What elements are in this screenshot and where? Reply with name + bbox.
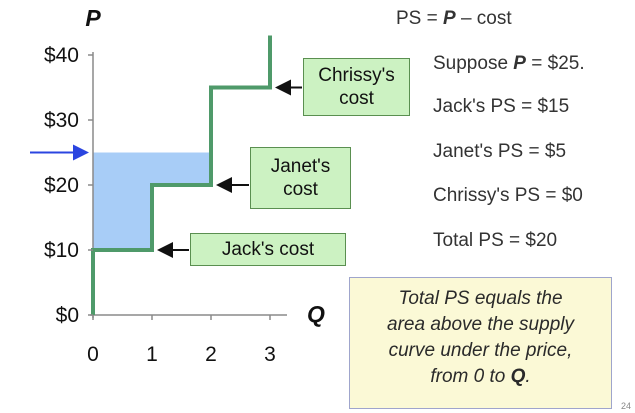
- formula-p: P: [443, 8, 456, 29]
- x-tick-label: 3: [264, 343, 276, 366]
- y-tick-label: $30: [44, 109, 79, 132]
- suppose-price: Suppose P = $25.: [433, 53, 585, 74]
- janet-cost-line1: Janet's: [270, 156, 331, 177]
- summary-line1: Total PS equals the: [398, 288, 563, 309]
- y-axis-title: P: [85, 5, 101, 31]
- summary-line3: curve under the price,: [388, 340, 573, 361]
- x-axis-title: Q: [307, 301, 325, 327]
- page-number: 24: [620, 401, 631, 411]
- supply-curve: [91, 35, 272, 315]
- y-tick-label: $10: [44, 239, 79, 262]
- jack-cost-label: Jack's cost: [190, 233, 346, 266]
- suppose-p: P: [513, 53, 526, 74]
- x-tick-label: 2: [205, 343, 217, 366]
- y-tick-label: $40: [44, 44, 79, 67]
- chrissy-ps: Chrissy's PS = $0: [433, 185, 583, 206]
- janet-cost-label: Janet's cost: [250, 147, 351, 209]
- x-tick-label: 0: [87, 343, 99, 366]
- janet-cost-line2: cost: [283, 179, 318, 200]
- summary-line4: from 0 to Q.: [430, 366, 531, 387]
- total-ps: Total PS = $20: [433, 230, 558, 251]
- y-tick-label: $0: [56, 304, 79, 327]
- jack-ps: Jack's PS = $15: [433, 96, 570, 117]
- y-tick-label: $20: [44, 174, 79, 197]
- ps-formula: PS = P – cost: [396, 8, 512, 29]
- summary-box: Total PS equals the area above the suppl…: [349, 277, 612, 409]
- jack-cost-text: Jack's cost: [221, 239, 315, 260]
- chrissy-cost-line2: cost: [339, 88, 374, 109]
- chrissy-cost-line1: Chrissy's: [318, 65, 395, 86]
- janet-ps: Janet's PS = $5: [433, 141, 567, 162]
- summary-line2: area above the supply: [387, 314, 574, 335]
- x-tick-label: 1: [146, 343, 158, 366]
- chrissy-cost-label: Chrissy's cost: [303, 58, 410, 116]
